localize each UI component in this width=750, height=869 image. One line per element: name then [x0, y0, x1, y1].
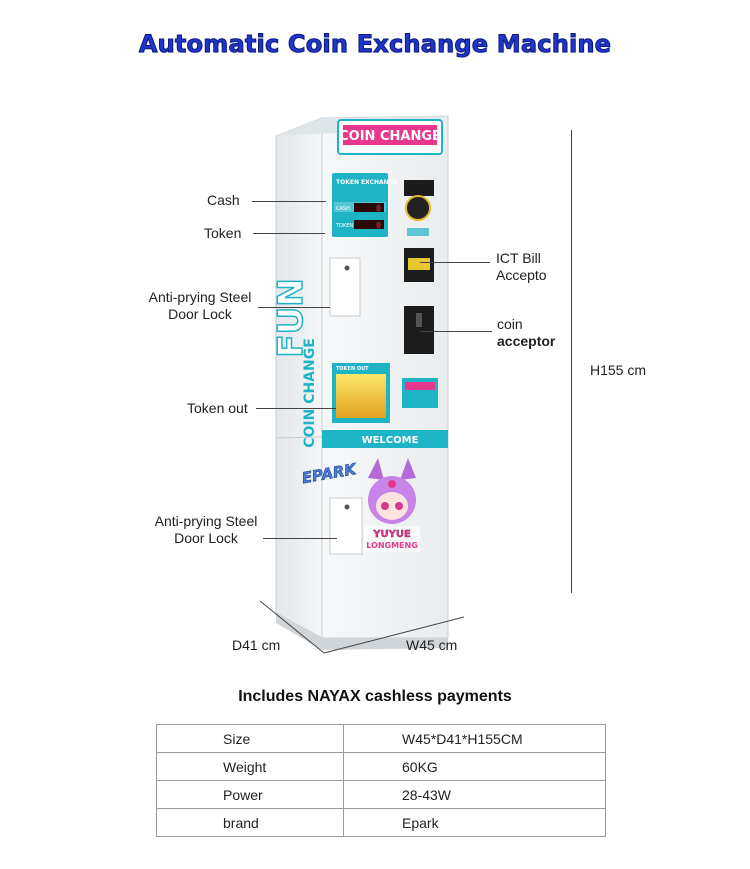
bill-acceptor-label-line2: Accepto [496, 267, 547, 283]
token-out-tag: TOKEN OUT [336, 366, 369, 372]
table-row: brand Epark [156, 808, 606, 837]
coin-exchange-machine-image: COIN CHANGE FUN COIN CHANGE TOKEN EXCHAN… [270, 115, 449, 650]
side-text-small: COIN CHANGE [302, 338, 318, 448]
welcome-strip: WELCOME [362, 435, 419, 446]
lower-door-lock-label-line2: Door Lock [174, 530, 238, 546]
coin-acceptor-label-bold: acceptor [497, 333, 556, 349]
table-row: Weight 60KG [156, 752, 606, 781]
page-title: Automatic Coin Exchange Machine [138, 30, 612, 59]
upper-door-lock-label: Anti-prying Steel Door Lock [140, 289, 260, 323]
lower-door-lock-label: Anti-prying Steel Door Lock [146, 513, 266, 547]
coin-acceptor-leader [420, 331, 492, 332]
token-out-leader [256, 408, 336, 409]
token-out-label: Token out [187, 400, 248, 416]
bill-acceptor-leader [420, 262, 490, 263]
lower-door-lock-label-line1: Anti-prying Steel [154, 513, 258, 529]
panel-title: TOKEN EXCHANGE [336, 179, 398, 186]
spec-value: 28-43W [343, 780, 606, 809]
upper-door-lock-leader [258, 307, 330, 308]
cashless-subtitle: Includes NAYAX cashless payments [238, 688, 512, 705]
cash-leader [252, 201, 326, 202]
token-leader [253, 233, 325, 234]
mascot-character [368, 458, 416, 524]
table-row: Size W45*D41*H155CM [156, 724, 606, 753]
coin-acceptor-label-line2: acceptor [497, 333, 555, 350]
token-display [354, 220, 384, 229]
cash-display-value: 0 [376, 204, 381, 213]
specs-table: Size W45*D41*H155CM Weight 60KG Power 28… [156, 724, 606, 837]
width-label: W45 cm [406, 637, 458, 653]
spec-key: brand [156, 808, 344, 837]
cash-display [354, 203, 384, 212]
depth-label: D41 cm [232, 637, 281, 653]
token-display-label: TOKEN [335, 223, 353, 229]
height-label: H155 cm [590, 362, 647, 378]
height-dimension-line [571, 130, 572, 593]
spec-value: Epark [343, 808, 606, 837]
bill-acceptor-label: ICT Bill Accepto [496, 250, 547, 284]
spec-key: Weight [156, 752, 344, 781]
table-row: Power 28-43W [156, 780, 606, 809]
lower-door-lock-leader [263, 538, 337, 539]
coin-acceptor-label-line1: coin [497, 316, 523, 332]
spec-value: 60KG [343, 752, 606, 781]
upper-door-lock-label-line1: Anti-prying Steel [148, 289, 252, 305]
cash-display-label: CASH [336, 206, 350, 212]
spec-key: Size [156, 724, 344, 753]
sign-text: COIN CHANGE [339, 129, 441, 144]
spec-value: W45*D41*H155CM [343, 724, 606, 753]
token-out-tray [336, 374, 386, 418]
spec-key: Power [156, 780, 344, 809]
upper-door-lock-label-line2: Door Lock [168, 306, 232, 322]
side-text-big: FUN [271, 278, 311, 357]
character-name-top: YUYUE [372, 529, 411, 540]
nayax-reader [405, 195, 431, 221]
token-display-value: 0 [376, 221, 381, 230]
base-dimension-lines [259, 600, 465, 654]
cash-label: Cash [207, 192, 240, 208]
token-label: Token [204, 225, 242, 241]
character-name-bottom: LONGMENG [366, 541, 418, 550]
coin-acceptor-label: coin acceptor [497, 316, 555, 350]
bill-acceptor-label-line1: ICT Bill [496, 250, 541, 266]
